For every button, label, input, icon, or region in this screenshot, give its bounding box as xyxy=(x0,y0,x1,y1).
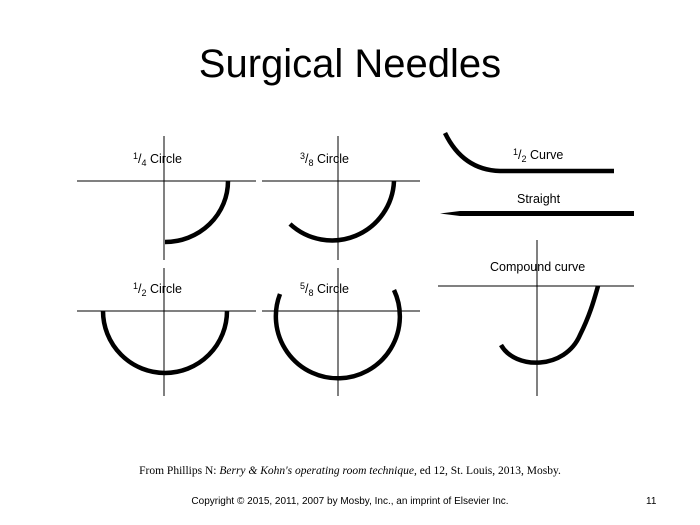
copyright-notice: Copyright © 2015, 2011, 2007 by Mosby, I… xyxy=(191,496,509,507)
straight-needle xyxy=(440,211,634,216)
half-curve-needle xyxy=(442,131,614,174)
citation-book-title: Berry & Kohn's operating room technique, xyxy=(219,465,417,477)
page-number: 11 xyxy=(646,496,657,507)
half-circle-label-denominator: 2 xyxy=(142,288,147,298)
compound-curve-label: Compound curve xyxy=(490,260,585,274)
three-eighths-circle-needle xyxy=(288,180,397,243)
half-circle-label-numerator: 1 xyxy=(133,281,138,291)
quarter-circle-label: 1/4 Circle xyxy=(133,151,182,168)
quarter-circle-needle xyxy=(164,180,231,245)
half-curve-label-numerator: 1 xyxy=(513,147,518,157)
straight-panel: Straight xyxy=(440,192,634,216)
five-eighths-circle-label-numerator: 5 xyxy=(300,281,305,291)
quarter-circle-label-denominator: 4 xyxy=(142,158,147,168)
three-eighths-circle-label-text: Circle xyxy=(314,152,349,166)
half-curve-panel: 1/2 Curve xyxy=(442,131,614,174)
half-curve-label-text: Curve xyxy=(527,148,564,162)
three-eighths-circle-label: 3/8 Circle xyxy=(300,151,349,168)
three-eighths-circle-label-numerator: 3 xyxy=(300,151,305,161)
compound-curve-needle xyxy=(499,285,601,365)
compound-curve-panel: Compound curve xyxy=(438,240,634,396)
citation-suffix: ed 12, St. Louis, 2013, Mosby. xyxy=(416,465,561,477)
half-circle-panel: 1/2 Circle xyxy=(77,268,256,396)
source-citation: From Phillips N: Berry & Kohn's operatin… xyxy=(0,465,700,477)
five-eighths-circle-label: 5/8 Circle xyxy=(300,281,349,298)
quarter-circle-label-numerator: 1 xyxy=(133,151,138,161)
half-circle-needle xyxy=(100,310,230,376)
half-curve-label: 1/2 Curve xyxy=(513,147,563,164)
half-curve-label-denominator: 2 xyxy=(522,154,527,164)
five-eighths-circle-label-text: Circle xyxy=(314,282,349,296)
slide-title: Surgical Needles xyxy=(198,42,502,86)
five-eighths-circle-needle xyxy=(273,289,403,381)
five-eighths-circle-panel: 5/8 Circle xyxy=(262,268,420,396)
five-eighths-circle-label-denominator: 8 xyxy=(309,288,314,298)
citation-prefix: From Phillips N: xyxy=(139,465,220,477)
three-eighths-circle-label-denominator: 8 xyxy=(309,158,314,168)
half-circle-label: 1/2 Circle xyxy=(133,281,182,298)
straight-label: Straight xyxy=(517,192,561,206)
quarter-circle-panel: 1/4 Circle xyxy=(77,136,256,260)
three-eighths-circle-panel: 3/8 Circle xyxy=(262,136,420,260)
